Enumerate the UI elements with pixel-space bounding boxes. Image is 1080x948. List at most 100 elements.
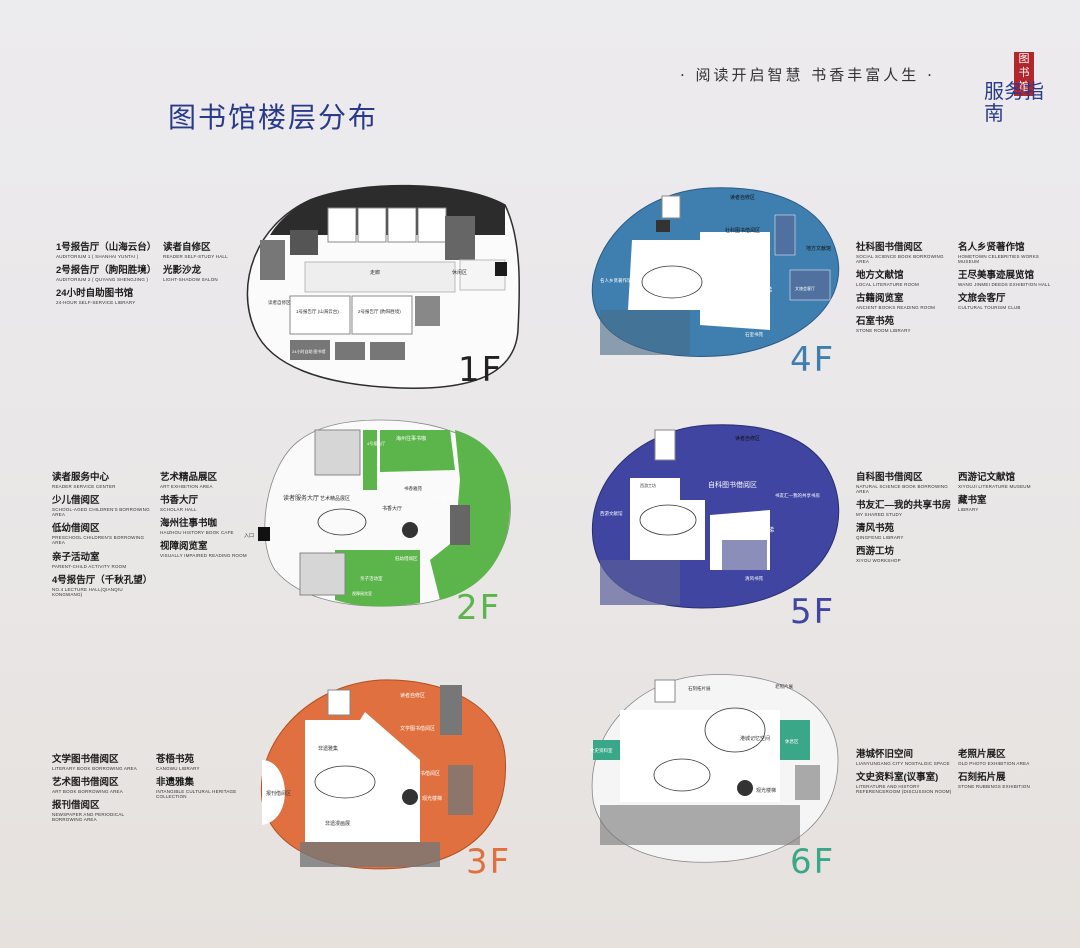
legend-item-name: 读者服务中心	[52, 472, 110, 483]
legend-item-english: CULTURAL TOURISM CLUB	[958, 305, 1021, 311]
legend-item-name: 古籍阅览室	[856, 293, 904, 305]
map-label-4f-2: 地方文献馆	[806, 245, 831, 252]
legend-item-english: READER SELF-STUDY HALL	[163, 253, 228, 259]
legend-item-name: 书友汇—我的共享书房	[856, 500, 952, 512]
legend-item-name: 读者自修区	[163, 242, 211, 253]
legend-item-name: 文旅会客厅	[958, 293, 1006, 305]
map-label-6f-5: 观光楼梯	[756, 787, 776, 794]
legend-item-english: LITERARY BOOK BORROWING AREA	[52, 765, 137, 771]
legend-item-name: 王尽美事迹展览馆	[958, 270, 1035, 282]
legend-item-name: 24小时自助图书馆	[56, 288, 134, 300]
map-label-4f-0: 读者自修区	[730, 194, 755, 201]
legend-item-name: 西游记文献馆	[958, 472, 1016, 483]
legend-item-english: PRESCHOOL CHILDREN'S BORROWING AREA	[52, 535, 145, 546]
legend-item-name: 艺术图书借阅区	[52, 777, 119, 789]
legend-item-english: OLD PHOTO EXHIBITION AREA	[958, 760, 1030, 766]
legend-item-name: 视障阅览室	[160, 541, 208, 553]
legend-item-name: 4号报告厅（千秋孔望）	[52, 574, 153, 586]
slogan: · 阅读开启智慧 书香丰富人生 ·	[680, 66, 935, 84]
legend-item-english: ART EXHIBITION AREA	[160, 483, 213, 489]
map-label-2f-3: 书香大厅	[382, 505, 402, 512]
legend-item-english: LOCAL LITERATURE ROOM	[856, 282, 919, 288]
floor-map-2f: 海州往事书咖 读者服务大厅 艺术精品展区 书香大厅 书香雅苑 少儿借阅区 亲子活…	[244, 419, 511, 607]
floor-label-6f: 6F	[790, 842, 836, 882]
legend-item-name: 书香大厅	[160, 495, 199, 507]
legend-item-name: 西游工坊	[856, 546, 895, 558]
map-label-2f-5: 少儿借阅区	[432, 495, 455, 502]
map-label-3f-4: 报刊借阅区	[266, 790, 291, 797]
legend-item-english: LITERATURE AND HISTORY REFERENCEROOM (DI…	[856, 784, 952, 795]
map-label-3f-2: 非遗雅集	[318, 745, 338, 752]
legend-item-name: 老照片展区	[958, 749, 1006, 760]
map-label-2f-9: 入口	[244, 533, 254, 539]
map-label-3f-3: 艺术图书借阅区	[405, 770, 440, 777]
legend-item-english: PARENT-CHILD ACTIVITY ROOM	[52, 563, 127, 569]
legend-item-name: 清风书苑	[856, 523, 895, 535]
legend-item: 2号报告厅（朐阳胜境）AUDITORIUM 2 ( QUYANG SHENGJI…	[56, 265, 161, 283]
floor-label-4f: 4F	[790, 340, 836, 380]
legend-item-english: NATURAL SCIENCE BOOK BORROWING AREA	[856, 483, 949, 495]
legend-item-english: XIYOU WORKSHOP	[856, 558, 901, 564]
legend-item: 4号报告厅（千秋孔望）NO.4 LECTURE HALL(QIANQIU KON…	[52, 574, 153, 597]
legend-item-name: 非遗雅集	[156, 777, 195, 789]
map-label-5f-1: 自科图书借阅区	[708, 480, 757, 489]
legend-item-name: 海州往事书咖	[160, 518, 218, 530]
map-label-3f-6: 观光楼梯	[422, 795, 442, 802]
floor-map-4f: 读者自修区 社科图书借阅区 地方文献馆 名人乡贤著作馆 观光楼梯 文旅会客厅 石…	[591, 187, 840, 358]
map-label-1f-0: 走廊	[370, 269, 380, 276]
legend-item-name: 石刻拓片展	[958, 772, 1006, 784]
map-label-4f-6: 石室书苑	[745, 331, 763, 338]
legend-item-english: STONE RUBBINGS EXHIBITION	[958, 784, 1030, 790]
map-label-2f-4: 书香雅苑	[404, 485, 422, 492]
legend-item-english: ANCIENT BOOKS READING ROOM	[856, 305, 936, 311]
map-label-5f-6: 西游工坊	[640, 482, 656, 488]
library-seal: 图书馆	[1014, 52, 1034, 96]
map-label-6f-0: 石刻拓片展	[688, 685, 711, 692]
map-label-1f-3: 2号报告厅 (朐阳胜境)	[358, 308, 401, 315]
legend-item-english: 24-HOUR SELF-SERVICE LIBRARY	[56, 300, 136, 306]
legend-item-english: INTANGIBLE CULTURAL HERITAGE COLLECTION	[156, 789, 237, 800]
legend-item-name: 自科图书借阅区	[856, 472, 923, 483]
legend-item-name: 文学图书借阅区	[52, 754, 119, 765]
map-label-1f-5: 24小时自助 图书馆	[292, 348, 326, 354]
map-label-1f-4: 读者自修区	[268, 299, 291, 306]
legend-item-english: MY SHARED STUDY	[856, 512, 903, 518]
legend-item-name: 1号报告厅（山海云台）	[56, 242, 157, 253]
legend-item-english: AUDITORIUM 2 ( QUYANG SHENGJING )	[56, 277, 149, 283]
legend-item-name: 苍梧书苑	[156, 754, 195, 765]
legend-item-name: 地方文献馆	[856, 270, 904, 282]
floor-label-2f: 2F	[456, 588, 502, 628]
map-label-3f-1: 文学图书借阅区	[400, 725, 435, 732]
legend-item-english: STONE ROOM LIBRARY	[856, 328, 911, 334]
map-label-6f-3: 文史资料室	[590, 747, 613, 754]
legend-item-english: AUDITORIUM 1 ( SHANHAI YUNTAI )	[56, 253, 139, 259]
map-label-3f-0: 读者自修区	[400, 692, 425, 699]
legend-item-english: WANG JINMEI DEEDS EXHIBITION HALL	[958, 282, 1051, 288]
legend-item-english: NEWSPAPER AND PERIODICAL BORROWING AREA	[52, 812, 125, 823]
map-label-6f-4: 休息区	[785, 738, 799, 745]
map-label-5f-5: 观光楼梯	[750, 526, 774, 534]
